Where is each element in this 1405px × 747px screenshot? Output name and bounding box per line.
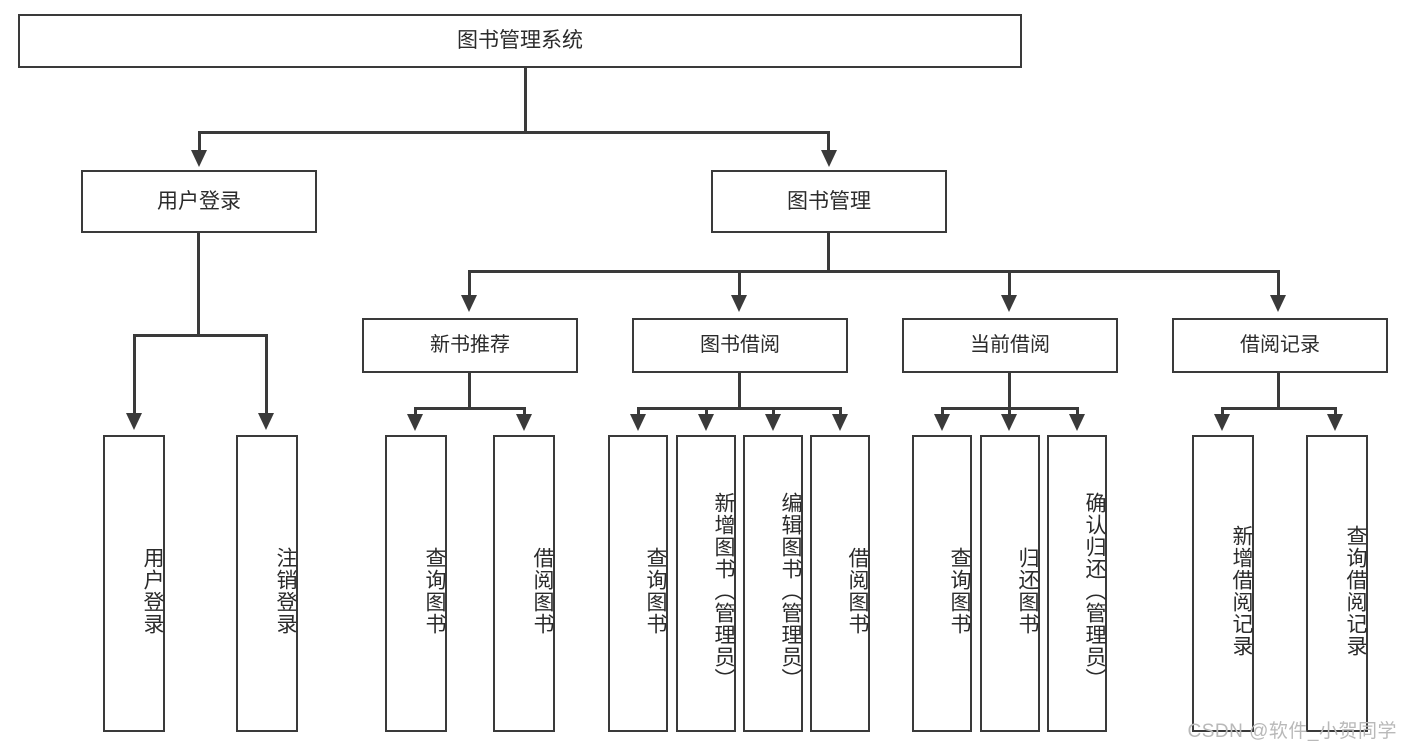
arrow-to-leaf-borrow-book-a (516, 414, 532, 431)
node-leaf-query-record[interactable]: 查询借阅记录 (1306, 435, 1368, 732)
connector-current-borrow-drop-3 (1076, 407, 1079, 417)
arrow-to-new-book-rec (461, 295, 477, 312)
node-user-login[interactable]: 用户登录 (81, 170, 317, 233)
arrow-to-leaf-return-book (1001, 414, 1017, 431)
connector-level2-drop-2 (738, 270, 741, 298)
connector-new-book-rec-bar (414, 407, 526, 410)
node-leaf-query-book-current[interactable]: 查询图书 (912, 435, 972, 732)
connector-user-login-drop-2 (265, 334, 268, 416)
node-label: 图书管理 (787, 189, 871, 213)
node-book-manage[interactable]: 图书管理 (711, 170, 947, 233)
connector-borrow-record-drop-2 (1334, 407, 1337, 417)
node-label: 查询图书 (644, 546, 667, 635)
arrow-to-leaf-borrow-book-b (832, 414, 848, 431)
node-leaf-return-book[interactable]: 归还图书 (980, 435, 1040, 732)
node-leaf-add-record[interactable]: 新增借阅记录 (1192, 435, 1254, 732)
node-label: 归还图书 (1016, 546, 1039, 635)
arrow-to-leaf-query-record (1327, 414, 1343, 431)
arrow-to-leaf-query-book-c (934, 414, 950, 431)
node-leaf-confirm-return[interactable]: 确认归还（管理员） (1047, 435, 1107, 732)
arrow-to-user-login (191, 150, 207, 167)
node-leaf-edit-book[interactable]: 编辑图书（管理员） (743, 435, 803, 732)
connector-level2-bar (468, 270, 1280, 273)
connector-level1-drop-left (198, 131, 201, 153)
node-current-borrow[interactable]: 当前借阅 (902, 318, 1118, 373)
arrow-to-leaf-logout (258, 413, 274, 430)
arrow-to-book-manage (821, 150, 837, 167)
connector-current-borrow-drop-2 (1008, 407, 1011, 417)
connector-level2-drop-1 (468, 270, 471, 298)
node-label: 用户登录 (157, 189, 241, 213)
connector-book-borrow-drop-3 (772, 407, 775, 417)
connector-user-login-stem (197, 233, 200, 336)
connector-current-borrow-drop-1 (941, 407, 944, 417)
connector-book-borrow-drop-1 (637, 407, 640, 417)
node-label: 查询图书 (423, 546, 446, 635)
arrow-to-book-borrow (731, 295, 747, 312)
node-leaf-borrow-book[interactable]: 借阅图书 (810, 435, 870, 732)
node-root-system[interactable]: 图书管理系统 (18, 14, 1022, 68)
node-label: 确认归还（管理员） (1083, 491, 1106, 690)
node-label: 新增图书（管理员） (712, 491, 735, 690)
node-leaf-logout[interactable]: 注销登录 (236, 435, 298, 732)
connector-borrow-record-stem (1277, 373, 1280, 409)
node-leaf-query-book-new-rec[interactable]: 查询图书 (385, 435, 447, 732)
connector-book-borrow-bar (637, 407, 842, 410)
node-book-borrow[interactable]: 图书借阅 (632, 318, 848, 373)
node-leaf-add-book[interactable]: 新增图书（管理员） (676, 435, 736, 732)
connector-new-book-rec-drop-2 (523, 407, 526, 417)
node-label: 注销登录 (274, 546, 297, 635)
arrow-to-leaf-edit-book (765, 414, 781, 431)
node-label: 图书管理系统 (457, 29, 583, 53)
connector-level1-bar (198, 131, 830, 134)
connector-book-borrow-drop-4 (839, 407, 842, 417)
arrow-to-leaf-user-login (126, 413, 142, 430)
connector-book-borrow-drop-2 (705, 407, 708, 417)
node-label: 查询借阅记录 (1344, 524, 1367, 657)
connector-new-book-rec-stem (468, 373, 471, 409)
node-label: 新增借阅记录 (1230, 524, 1253, 657)
connector-user-login-bar (133, 334, 268, 337)
watermark-text: CSDN @软件_小贺同学 (1187, 721, 1397, 742)
connector-root-stem (524, 68, 527, 133)
connector-user-login-drop-1 (133, 334, 136, 416)
node-leaf-borrow-book-new-rec[interactable]: 借阅图书 (493, 435, 555, 732)
connector-book-manage-stem (827, 233, 830, 272)
node-label: 新书推荐 (430, 334, 510, 357)
connector-level2-drop-4 (1277, 270, 1280, 298)
node-new-book-rec[interactable]: 新书推荐 (362, 318, 578, 373)
arrow-to-leaf-query-book-b (630, 414, 646, 431)
arrow-to-leaf-confirm-return (1069, 414, 1085, 431)
node-label: 借阅记录 (1240, 334, 1320, 357)
node-label: 借阅图书 (531, 546, 554, 635)
connector-new-book-rec-drop-1 (414, 407, 417, 417)
node-label: 编辑图书（管理员） (779, 491, 802, 690)
node-leaf-query-book-borrow[interactable]: 查询图书 (608, 435, 668, 732)
connector-level1-drop-right (827, 131, 830, 153)
arrow-to-leaf-add-record (1214, 414, 1230, 431)
node-label: 用户登录 (141, 546, 164, 635)
arrow-to-current-borrow (1001, 295, 1017, 312)
node-label: 当前借阅 (970, 334, 1050, 357)
arrow-to-leaf-query-book-a (407, 414, 423, 431)
arrow-to-leaf-add-book (698, 414, 714, 431)
connector-book-borrow-stem (738, 373, 741, 409)
connector-borrow-record-bar (1221, 407, 1337, 410)
node-borrow-record[interactable]: 借阅记录 (1172, 318, 1388, 373)
node-label: 查询图书 (948, 546, 971, 635)
node-label: 图书借阅 (700, 334, 780, 357)
connector-borrow-record-drop-1 (1221, 407, 1224, 417)
node-leaf-user-login[interactable]: 用户登录 (103, 435, 165, 732)
arrow-to-borrow-record (1270, 295, 1286, 312)
connector-current-borrow-stem (1008, 373, 1011, 409)
node-label: 借阅图书 (846, 546, 869, 635)
connector-level2-drop-3 (1008, 270, 1011, 298)
